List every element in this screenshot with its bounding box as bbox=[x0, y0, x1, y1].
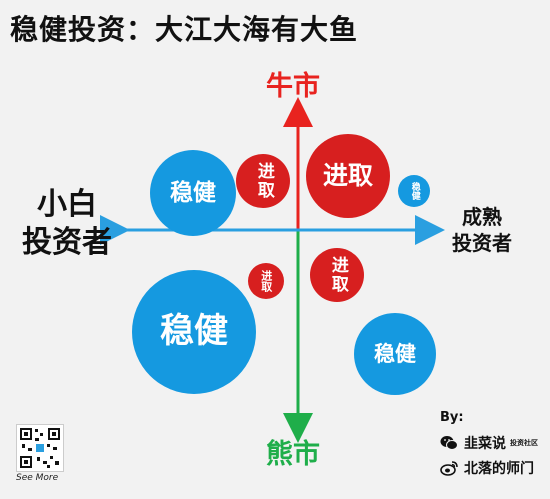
bubble-aggressive: 进取 bbox=[236, 154, 290, 208]
credit2-text: 北落的师门 bbox=[464, 461, 534, 477]
bubble-steady: 稳健 bbox=[150, 150, 236, 236]
bull-market-label: 牛市 bbox=[266, 71, 320, 102]
bubble-aggressive: 进取 bbox=[306, 134, 390, 218]
by-label: By: bbox=[440, 410, 464, 425]
page-title: 稳健投资：大江大海有大鱼 bbox=[10, 13, 359, 46]
bubble-steady: 稳健 bbox=[354, 313, 436, 395]
mature-investor-label: 成熟 投资者 bbox=[452, 205, 512, 255]
credit-wechat: 韭菜说 投资社区 bbox=[440, 433, 538, 453]
qr-code bbox=[16, 424, 64, 472]
bubble-aggressive: 进取 bbox=[310, 248, 364, 302]
credit1-small: 投资社区 bbox=[510, 438, 538, 447]
bubble-steady: 稳健 bbox=[132, 270, 256, 394]
see-more-label: See More bbox=[16, 473, 59, 483]
bubble-aggressive: 进取 bbox=[248, 263, 284, 299]
weibo-icon bbox=[440, 461, 458, 476]
bear-market-label: 熊市 bbox=[266, 439, 320, 470]
wechat-icon bbox=[440, 436, 458, 450]
novice-investor-label: 小白 投资者 bbox=[22, 187, 112, 260]
credit1-text: 韭菜说 bbox=[464, 436, 506, 452]
bubble-steady: 稳健 bbox=[398, 175, 430, 207]
credit-weibo: 北落的师门 bbox=[440, 458, 534, 478]
